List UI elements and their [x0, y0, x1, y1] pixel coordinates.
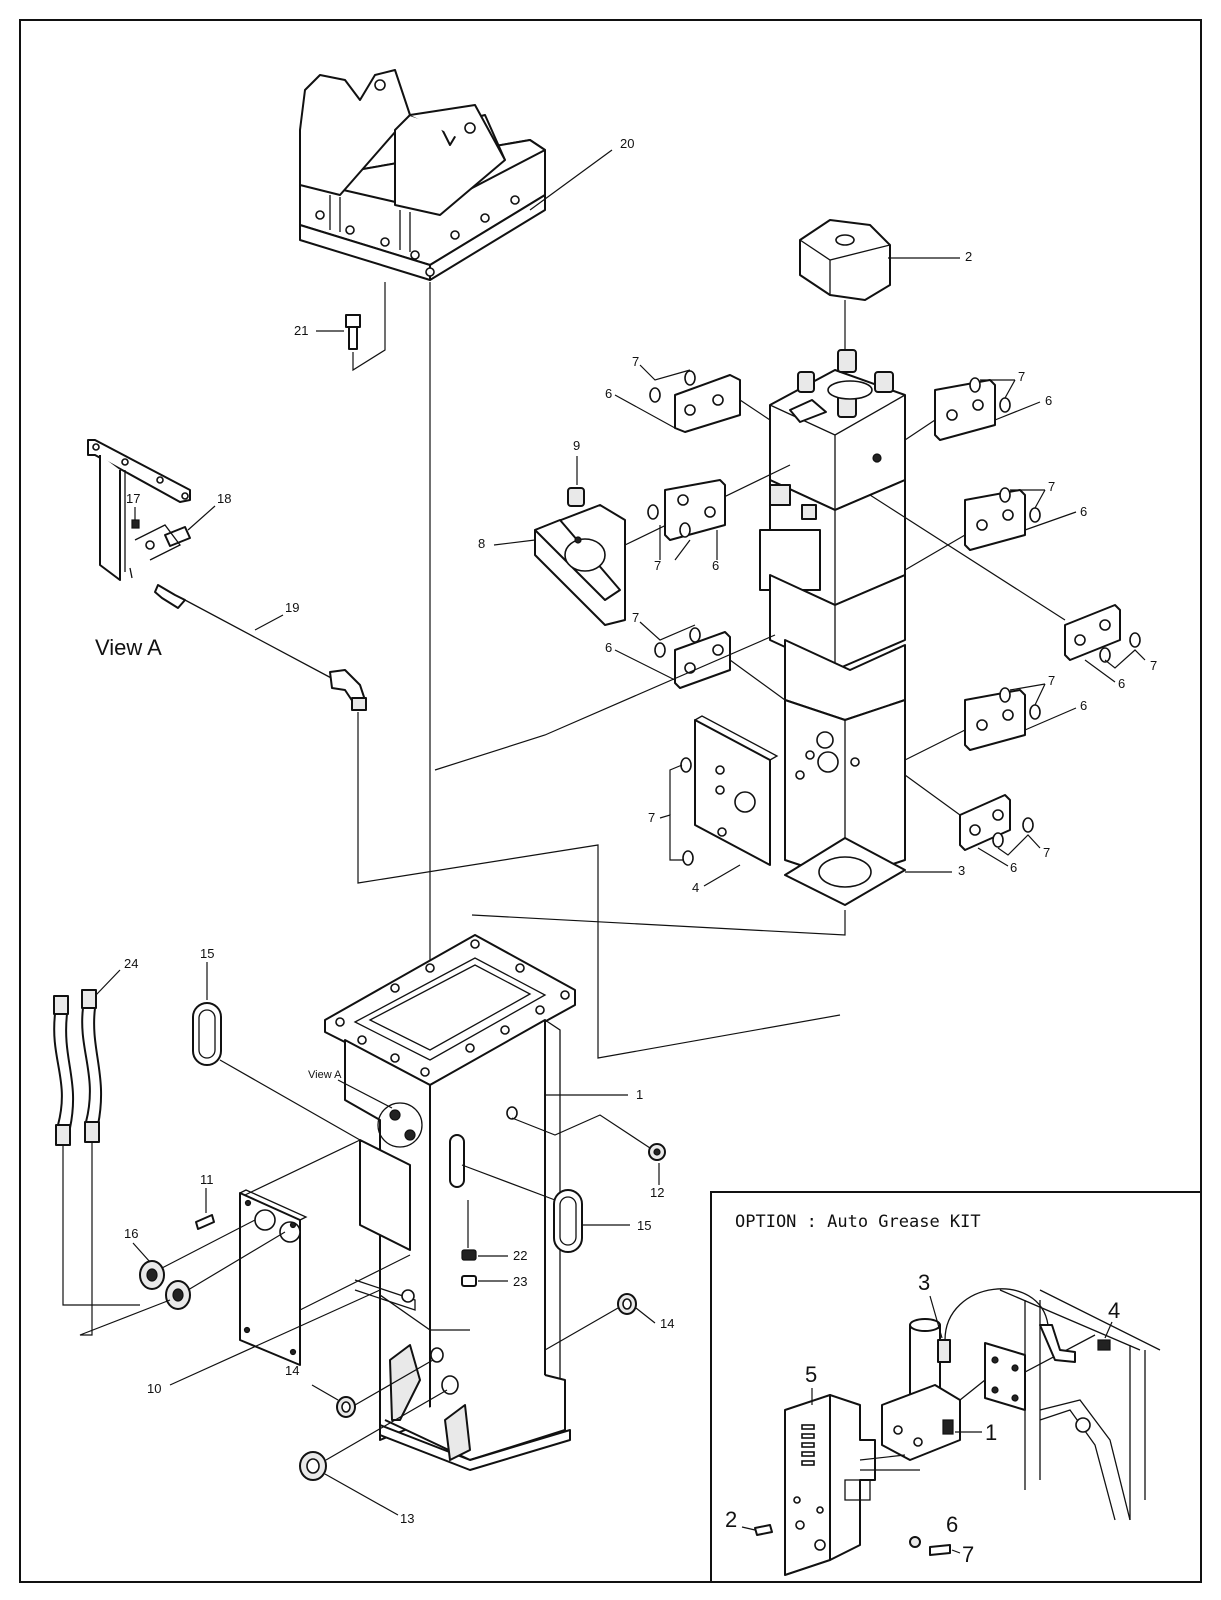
- part-22-nut: [461, 1249, 477, 1261]
- label-20: 20: [620, 136, 634, 151]
- label-6d: 6: [1080, 504, 1087, 519]
- label-1: 1: [636, 1087, 643, 1102]
- label-22: 22: [513, 1248, 527, 1263]
- label-7e: 7: [1150, 658, 1157, 673]
- label-14a: 14: [285, 1363, 299, 1378]
- label-24: 24: [124, 956, 138, 971]
- part-19-hose: [184, 599, 367, 711]
- label-8: 8: [478, 536, 485, 551]
- option-label-2: 2: [725, 1507, 737, 1532]
- label-18: 18: [217, 491, 231, 506]
- o-ring-7: [682, 850, 694, 866]
- part-15-cover-left: [192, 1002, 222, 1066]
- label-3: 3: [958, 863, 965, 878]
- plate-6-upper-left: [649, 370, 741, 433]
- label-7c: 7: [654, 558, 661, 573]
- part-9-bushing: [567, 487, 585, 507]
- label-17: 17: [126, 491, 140, 506]
- label-7d: 7: [1048, 479, 1055, 494]
- label-13: 13: [400, 1511, 414, 1526]
- label-12: 12: [650, 1185, 664, 1200]
- part-16-adapters: [139, 1260, 191, 1310]
- option-label-6: 6: [946, 1512, 958, 1537]
- view-a-callout: View A: [308, 1069, 342, 1081]
- cylinder-stack: [759, 349, 906, 881]
- label-7a: 7: [632, 354, 639, 369]
- label-14b: 14: [660, 1316, 674, 1331]
- plate-6-bottom-right: [959, 794, 1034, 851]
- label-23: 23: [513, 1274, 527, 1289]
- part-12-plug: [648, 1143, 666, 1161]
- part-1-main-body: [324, 934, 576, 1471]
- label-21: 21: [294, 323, 308, 338]
- part-20-top-bracket: [299, 69, 546, 281]
- option-title: OPTION : Auto Grease KIT: [735, 1212, 981, 1232]
- plate-6-lower-left: [654, 627, 731, 689]
- option-label-1: 1: [985, 1420, 997, 1445]
- label-9: 9: [573, 438, 580, 453]
- part-24-hoses: [53, 989, 103, 1146]
- part-8-buffer-block: [534, 504, 626, 626]
- drawing-frame: [19, 19, 1202, 1583]
- label-6b: 6: [1045, 393, 1052, 408]
- label-19: 19: [285, 600, 299, 615]
- part-2-cap: [799, 219, 891, 301]
- part-23-nut: [461, 1275, 477, 1287]
- part-13-washer: [299, 1451, 327, 1481]
- label-11: 11: [200, 1172, 214, 1187]
- label-7h: 7: [1043, 845, 1050, 860]
- option-inset: [710, 1191, 1201, 1582]
- label-10: 10: [147, 1381, 161, 1396]
- label-6e: 6: [1118, 676, 1125, 691]
- label-7i: 7: [648, 810, 655, 825]
- part-14-washer-left: [336, 1396, 356, 1418]
- label-4: 4: [692, 880, 699, 895]
- part-11-bolt: [195, 1214, 215, 1230]
- option-label-7: 7: [962, 1542, 974, 1567]
- part-15-cover-right: [553, 1189, 583, 1253]
- label-7f: 7: [632, 610, 639, 625]
- part-14-washer-right: [617, 1293, 637, 1315]
- label-6g: 6: [1080, 698, 1087, 713]
- o-ring-7: [680, 757, 692, 773]
- label-7g: 7: [1048, 673, 1055, 688]
- view-a-detail: [87, 439, 191, 609]
- part-3-base-plate: [784, 837, 906, 906]
- plate-6-upper-right: [934, 377, 1011, 441]
- option-label-5: 5: [805, 1362, 817, 1387]
- plate-6-lower-right: [964, 687, 1041, 751]
- part-4-side-plate: [694, 715, 779, 866]
- view-a-title: View A: [95, 635, 162, 660]
- plate-6-far-right: [1064, 604, 1141, 663]
- part-10-cover-plate: [239, 1189, 308, 1366]
- label-6h: 6: [1010, 860, 1017, 875]
- label-7b: 7: [1018, 369, 1025, 384]
- label-6a: 6: [605, 386, 612, 401]
- option-label-3: 3: [918, 1270, 930, 1295]
- label-6c: 6: [712, 558, 719, 573]
- label-6f: 6: [605, 640, 612, 655]
- plate-6-mid-left: [647, 479, 726, 541]
- label-16: 16: [124, 1226, 138, 1241]
- label-2: 2: [965, 249, 972, 264]
- label-15b: 15: [637, 1218, 651, 1233]
- part-21-bolt: [345, 314, 361, 350]
- option-label-4: 4: [1108, 1298, 1120, 1323]
- plate-6-mid-right: [964, 487, 1041, 551]
- label-15a: 15: [200, 946, 214, 961]
